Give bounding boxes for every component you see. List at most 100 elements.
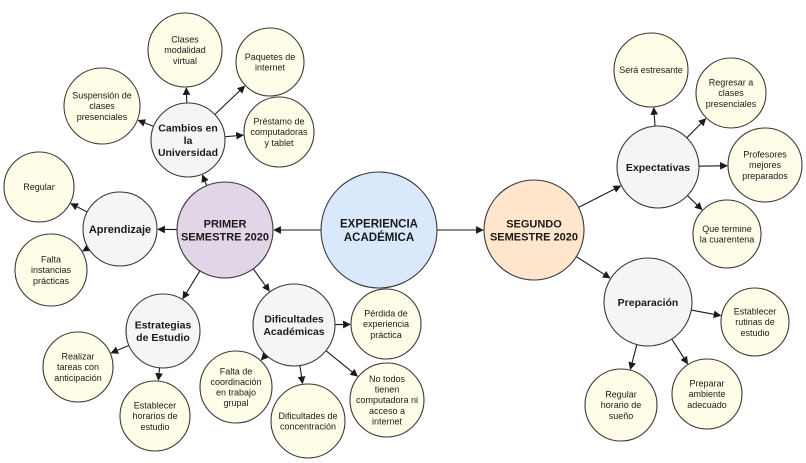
node-label-line: prácticas: [33, 276, 70, 286]
node-label-line: computadora ni: [356, 395, 418, 405]
node-circle-primer: [176, 181, 274, 279]
node-circle-realizar-tareas: [42, 331, 114, 403]
node-aprendizaje: Aprendizaje: [82, 191, 158, 267]
node-circle-regresar: [695, 57, 767, 129]
node-label-line: presenciales: [706, 99, 757, 109]
node-circle-experiencia: [320, 171, 438, 289]
node-circle-paquetes: [235, 27, 305, 97]
arrow-segundo-to-preparacion: [575, 256, 611, 279]
node-label-line: Profesores: [743, 150, 787, 160]
node-circle-regular-horario: [584, 368, 658, 442]
node-label-line: de Estudio: [136, 332, 190, 344]
arrow-aprendizaje-to-falta-instancias: [82, 244, 91, 252]
node-label-line: Expectativas: [626, 162, 690, 174]
node-label-line: instancias: [31, 265, 72, 275]
node-label-line: Realizar: [61, 352, 94, 362]
node-label-line: virtual: [173, 56, 197, 66]
connector-layer: [70, 85, 728, 385]
node-label-line: preparados: [742, 171, 788, 181]
node-circle-preparar-ambiente: [671, 358, 743, 430]
arrow-estrategias-to-realizar-tareas: [110, 344, 130, 354]
node-label-line: computadoras: [250, 127, 308, 137]
node-circle-expectativas: [616, 125, 700, 209]
node-label-line: modalidad: [164, 45, 206, 55]
node-circle-preparacion: [603, 257, 693, 347]
node-circle-falta-coordinacion: [199, 350, 273, 424]
node-label-line: presenciales: [77, 112, 128, 122]
arrow-expectativas-to-que-termine: [687, 195, 703, 211]
arrow-preparacion-to-preparar-ambiente: [671, 338, 689, 365]
node-label-line: ambiente: [688, 389, 725, 399]
node-label-line: Suspensión de: [72, 91, 132, 101]
node-label-line: Préstamo de: [253, 117, 304, 127]
arrow-expectativas-to-regresar: [686, 118, 707, 139]
node-circle-dificultades: [252, 283, 336, 367]
node-label-line: SEGUNDO: [506, 218, 562, 230]
node-label-line: horario de: [601, 400, 642, 410]
node-circle-aprendizaje: [82, 191, 158, 267]
node-label-preparacion: Preparación: [618, 297, 679, 309]
node-label-line: anticipación: [54, 373, 102, 383]
node-circle-clases-modalidad: [147, 12, 223, 88]
node-circle-dificultades-concentracion: [270, 383, 346, 459]
arrow-cambios-to-clases-modalidad: [182, 87, 191, 104]
node-label-line: Preparar: [689, 379, 724, 389]
node-label-line: acceso a: [369, 406, 405, 416]
node-label-line: clases: [718, 88, 744, 98]
node-circle-estrategias: [125, 293, 201, 369]
node-circle-regular: [3, 151, 75, 223]
node-label-line: Paquetes de: [245, 52, 296, 62]
node-label-line: SEMESTRE 2020: [490, 231, 578, 243]
arrow-segundo-to-expectativas: [578, 185, 622, 208]
node-label-line: Clases: [171, 35, 199, 45]
node-label-line: Académicas: [263, 326, 324, 338]
node-label-line: la cuarentena: [700, 235, 755, 245]
node-label-expectativas: Expectativas: [626, 162, 690, 174]
node-label-line: tienen: [375, 385, 400, 395]
node-circle-que-termine: [692, 199, 762, 269]
node-sera-estresante: Será estresante: [613, 32, 689, 108]
node-circle-perdida: [350, 288, 422, 360]
arrow-primer-to-estrategias: [182, 270, 201, 300]
arrow-dificultades-to-falta-coordinacion: [260, 352, 269, 361]
node-label-line: horarios de: [132, 411, 177, 421]
node-label-line: PRIMER: [204, 218, 247, 230]
node-label-line: práctica: [370, 330, 402, 340]
node-expectativas: Expectativas: [616, 125, 700, 209]
node-circle-suspension: [63, 67, 141, 145]
node-label-line: estudio: [740, 328, 769, 338]
node-label-line: la: [184, 135, 193, 147]
node-label-line: tareas con: [57, 362, 99, 372]
node-preparacion: Preparación: [603, 257, 693, 347]
node-circle-segundo: [483, 179, 585, 281]
node-label-line: Regresar a: [709, 78, 754, 88]
arrow-cambios-to-paquetes: [214, 85, 246, 115]
